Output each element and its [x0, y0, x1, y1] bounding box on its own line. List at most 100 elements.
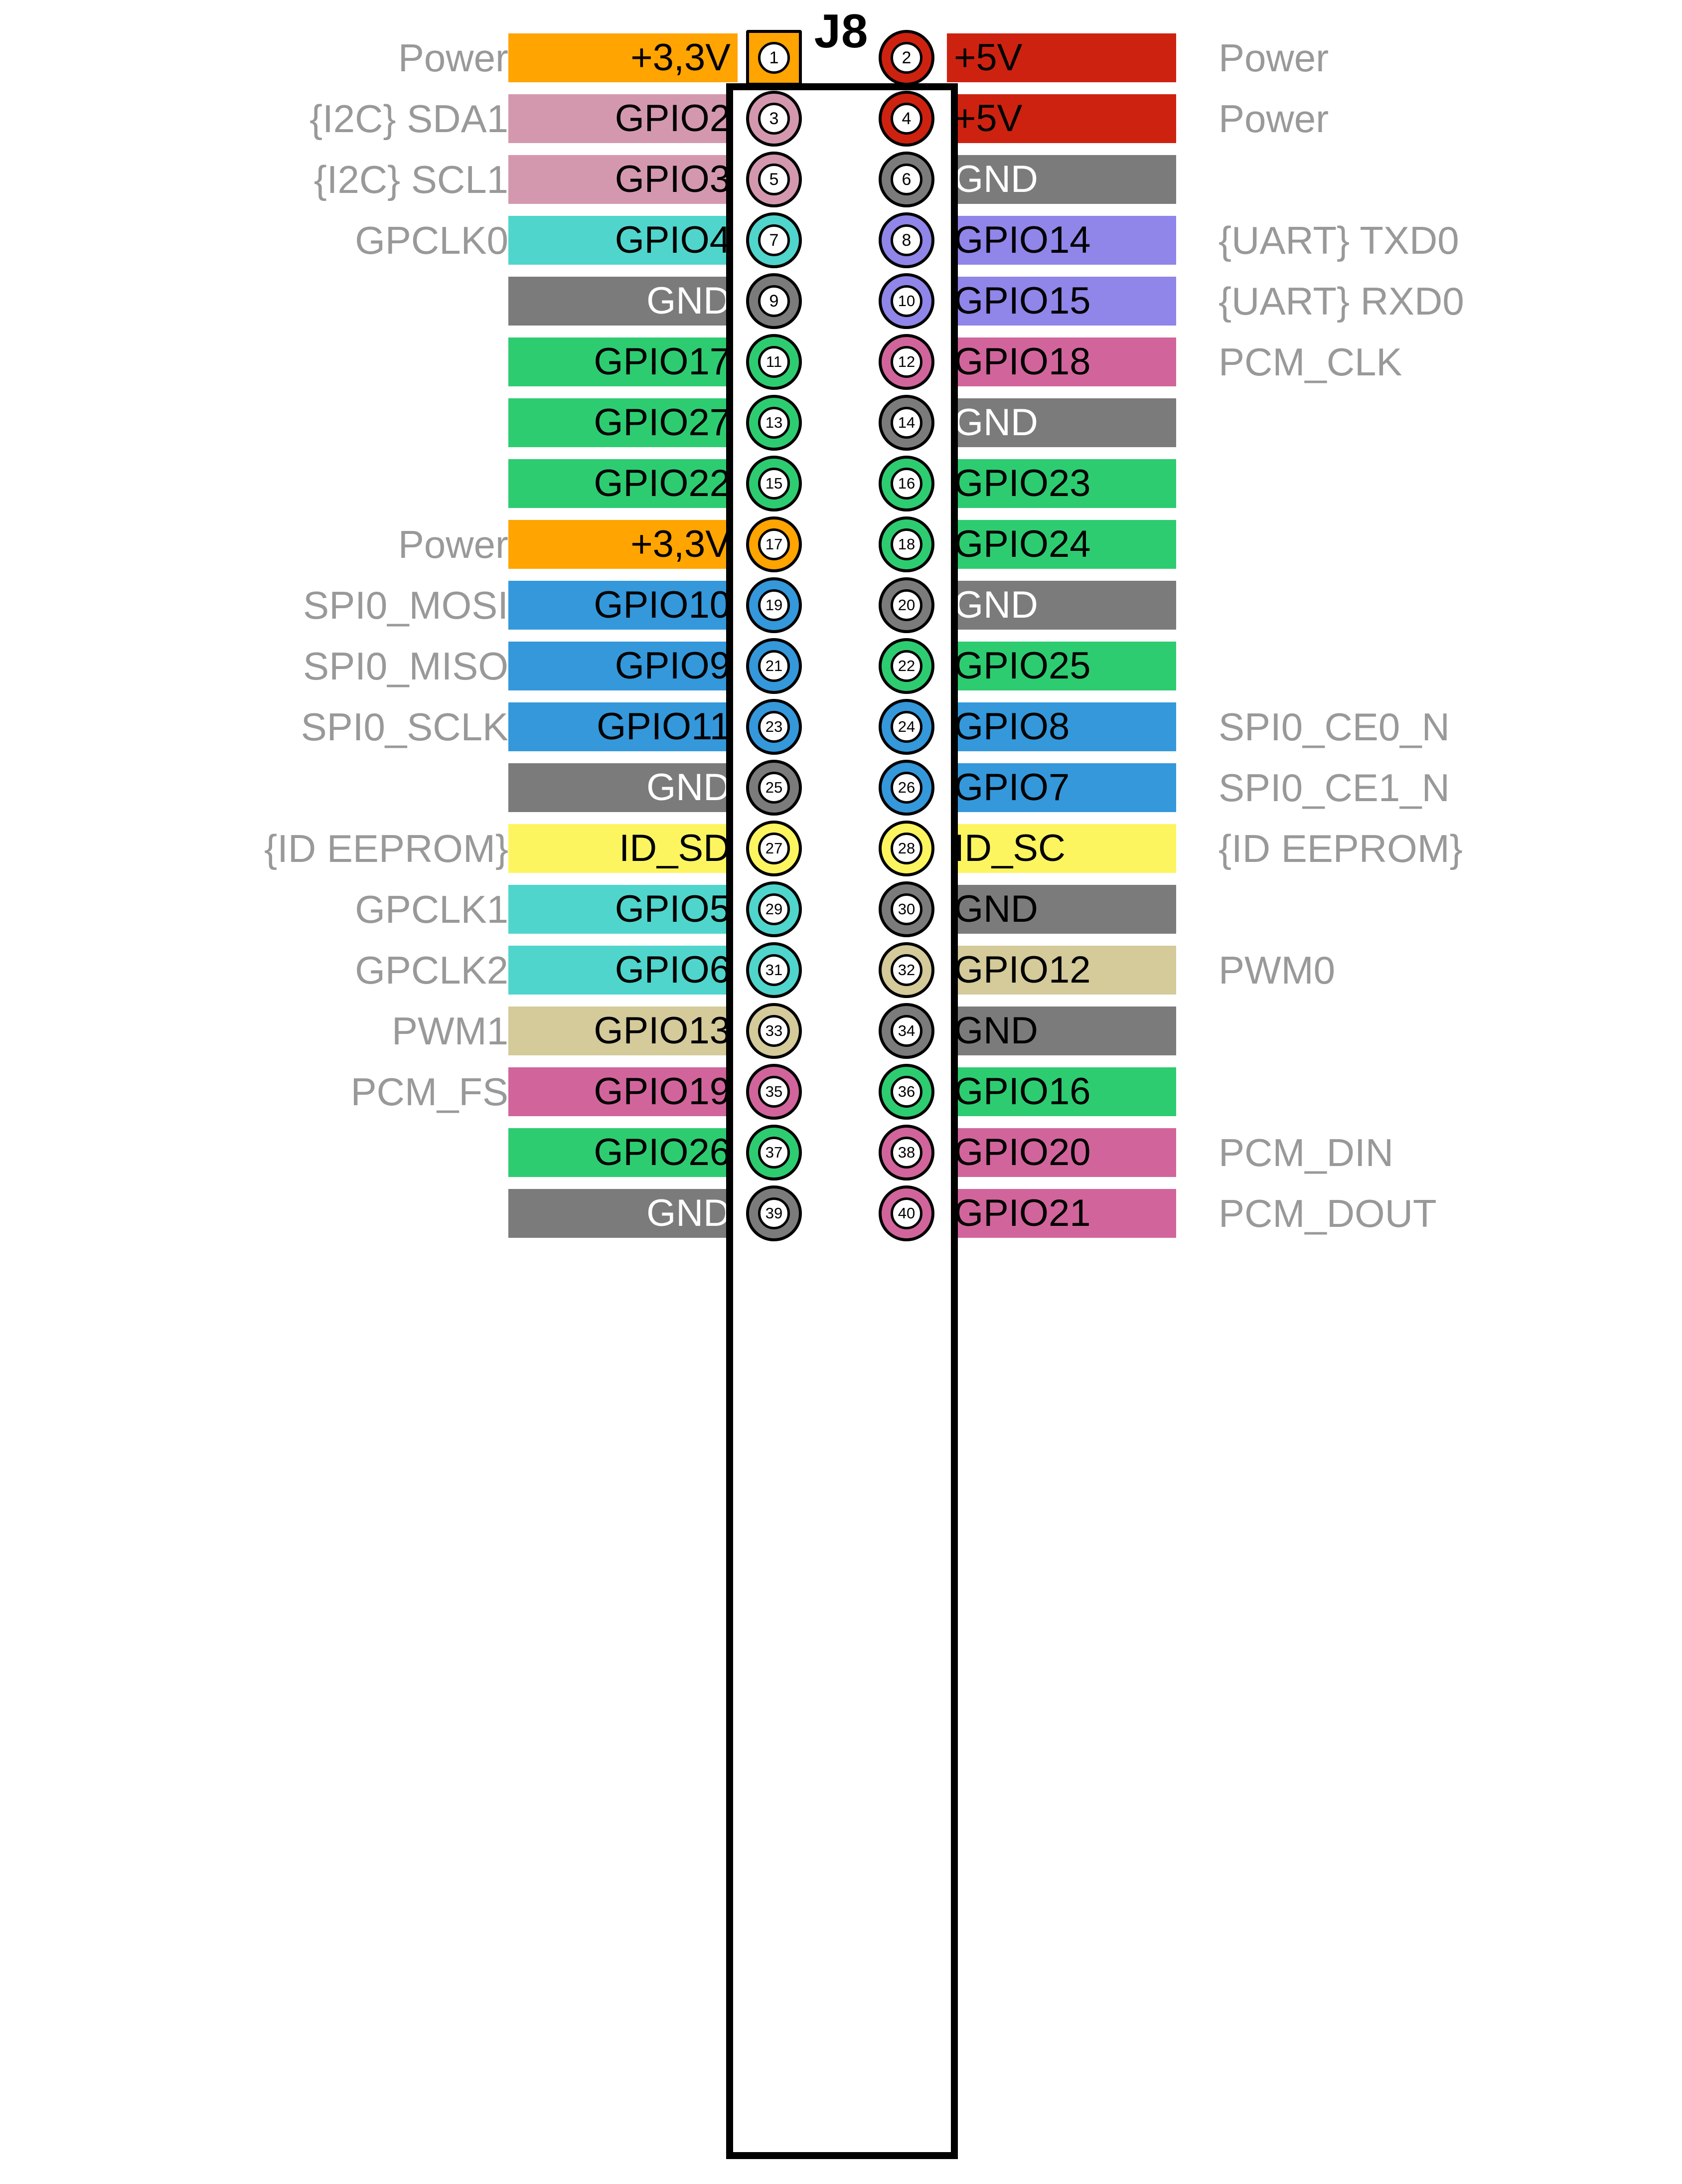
- pad-ring-icon: [879, 577, 934, 633]
- pin-number: 25: [758, 772, 790, 804]
- pin-number: 8: [891, 224, 922, 256]
- pin-pad-10[interactable]: 10: [879, 273, 934, 329]
- pin-pad-15[interactable]: 15: [746, 456, 802, 511]
- pin-pad-29[interactable]: 29: [746, 881, 802, 937]
- pad-ring-icon: [746, 881, 802, 937]
- left-pin-name-bar: +3,3V: [508, 520, 738, 569]
- pin-pad-27[interactable]: 27: [746, 821, 802, 876]
- right-function-label: PWM0: [1219, 948, 1335, 992]
- pin-pad-7[interactable]: 7: [746, 212, 802, 268]
- pin-number: 10: [891, 285, 922, 317]
- pin-number: 21: [758, 650, 790, 682]
- right-function-label: SPI0_CE0_N: [1219, 705, 1450, 749]
- left-pin-name-bar: GPIO3: [508, 155, 738, 204]
- pin-pad-5[interactable]: 5: [746, 152, 802, 207]
- right-function-label: PCM_CLK: [1219, 340, 1402, 384]
- right-pin-name-bar: GPIO14: [947, 216, 1176, 265]
- pin-pad-22[interactable]: 22: [879, 638, 934, 694]
- pin-pad-32[interactable]: 32: [879, 942, 934, 998]
- right-function-label: Power: [1219, 97, 1329, 141]
- pin-pad-31[interactable]: 31: [746, 942, 802, 998]
- pin-number: 29: [758, 893, 790, 925]
- left-pin-name-bar: GPIO5: [508, 885, 738, 934]
- pin-pad-14[interactable]: 14: [879, 395, 934, 451]
- right-pin-name-bar: GND: [947, 1007, 1176, 1055]
- pin-pad-2[interactable]: 2: [879, 30, 934, 86]
- right-pin-name-bar: +5V: [947, 33, 1176, 82]
- right-pin-name-bar: GPIO20: [947, 1128, 1176, 1177]
- left-pin-name-bar: GPIO2: [508, 94, 738, 143]
- pin-pad-34[interactable]: 34: [879, 1003, 934, 1059]
- pin-pad-16[interactable]: 16: [879, 456, 934, 511]
- right-function-label: {ID EEPROM}: [1219, 827, 1463, 870]
- pad-ring-icon: [879, 881, 934, 937]
- pin-number: 40: [891, 1197, 922, 1229]
- pin-pad-30[interactable]: 30: [879, 881, 934, 937]
- pin-number: 38: [891, 1137, 922, 1169]
- pin-pad-36[interactable]: 36: [879, 1064, 934, 1120]
- pin-number: 12: [891, 346, 922, 378]
- pin-pad-38[interactable]: 38: [879, 1125, 934, 1180]
- pin-number: 32: [891, 954, 922, 986]
- pin-pad-37[interactable]: 37: [746, 1125, 802, 1180]
- pin-number: 15: [758, 468, 790, 500]
- left-pin-name-bar: GND: [508, 763, 738, 812]
- right-pin-name-bar: GPIO15: [947, 277, 1176, 326]
- pin-number: 18: [891, 528, 922, 560]
- pin-pad-21[interactable]: 21: [746, 638, 802, 694]
- pin-pad-20[interactable]: 20: [879, 577, 934, 633]
- pin-number: 27: [758, 833, 790, 864]
- pin-pad-19[interactable]: 19: [746, 577, 802, 633]
- pad-ring-icon: [746, 1185, 802, 1241]
- pin-pad-28[interactable]: 28: [879, 821, 934, 876]
- pin-number: 39: [758, 1197, 790, 1229]
- pin-pad-26[interactable]: 26: [879, 760, 934, 816]
- left-pin-name-bar: GPIO10: [508, 581, 738, 630]
- pin-pad-33[interactable]: 33: [746, 1003, 802, 1059]
- pin-pad-9[interactable]: 9: [746, 273, 802, 329]
- pin-pad-8[interactable]: 8: [879, 212, 934, 268]
- left-function-label: PWM1: [392, 1009, 508, 1053]
- right-function-label: {UART} RXD0: [1219, 279, 1464, 323]
- pin-pad-3[interactable]: 3: [746, 91, 802, 147]
- pin-pad-18[interactable]: 18: [879, 516, 934, 572]
- pad-ring-icon: [746, 1064, 802, 1120]
- pin-pad-6[interactable]: 6: [879, 152, 934, 207]
- right-pin-name-bar: GPIO16: [947, 1067, 1176, 1116]
- left-function-label: {ID EEPROM}: [264, 827, 508, 870]
- pin-pad-11[interactable]: 11: [746, 334, 802, 390]
- pin-number: 2: [891, 42, 922, 74]
- pin-number: 19: [758, 589, 790, 621]
- pin-pad-35[interactable]: 35: [746, 1064, 802, 1120]
- pin-number: 30: [891, 893, 922, 925]
- left-pin-name-bar: +3,3V: [508, 33, 738, 82]
- pin-pad-12[interactable]: 12: [879, 334, 934, 390]
- pin-pad-1[interactable]: 1: [746, 30, 802, 86]
- pin-pad-24[interactable]: 24: [879, 699, 934, 755]
- pin-pad-23[interactable]: 23: [746, 699, 802, 755]
- pin-pad-39[interactable]: 39: [746, 1185, 802, 1241]
- pin-pad-40[interactable]: 40: [879, 1185, 934, 1241]
- pin-pad-13[interactable]: 13: [746, 395, 802, 451]
- pin-pad-17[interactable]: 17: [746, 516, 802, 572]
- pin-number: 34: [891, 1015, 922, 1047]
- pin-pad-25[interactable]: 25: [746, 760, 802, 816]
- left-pin-name-bar: GPIO4: [508, 216, 738, 265]
- left-function-label: GPCLK1: [355, 887, 508, 931]
- pad-ring-icon: [879, 699, 934, 755]
- pin-pad-4[interactable]: 4: [879, 91, 934, 147]
- left-function-label: SPI0_MOSI: [303, 583, 508, 627]
- pin-number: 13: [758, 407, 790, 439]
- right-pin-name-bar: GPIO8: [947, 702, 1176, 751]
- left-function-label: GPCLK2: [355, 948, 508, 992]
